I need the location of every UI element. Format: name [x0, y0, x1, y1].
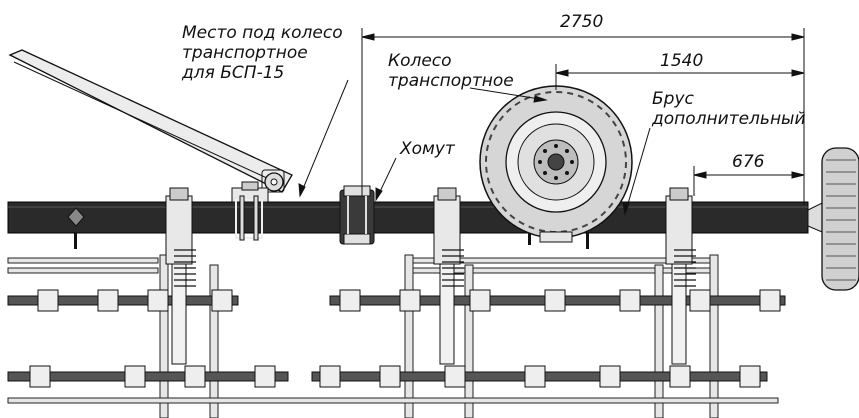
label-wheel-place-3: для БСП-15	[181, 63, 284, 83]
frame-bottom-rail	[7, 397, 779, 404]
beam-marker-icon	[67, 207, 85, 227]
end-wheel	[807, 147, 859, 291]
leader-lines	[298, 79, 651, 216]
bsp-wheel-mount	[231, 181, 269, 241]
frame-post-5	[709, 254, 719, 418]
tine-bar-row1-left	[7, 295, 239, 306]
clamp	[339, 185, 375, 245]
label-wheel-2: транспортное	[388, 71, 514, 91]
dim-end-value: 676	[732, 152, 765, 172]
tine-clamps-row2	[29, 365, 761, 388]
tine-clamps-row1	[37, 289, 781, 312]
lift-arm	[8, 49, 293, 193]
dim-wheel-value: 1540	[660, 51, 703, 71]
label-beam-2: дополнительный	[651, 109, 806, 129]
frame-post-6	[654, 264, 664, 418]
label-wheel-place-1: Место под колесо	[182, 23, 343, 43]
dimension-lines	[361, 28, 805, 205]
spring-uprights	[165, 187, 696, 365]
dim-overall-value: 2750	[560, 12, 603, 32]
label-beam-1: Брус	[652, 89, 695, 109]
tine-bar-row2-left	[7, 371, 289, 382]
frame-post-1	[159, 254, 169, 418]
frame-post-3	[404, 254, 414, 418]
transport-wheel	[479, 85, 633, 243]
frame-post-4	[464, 264, 474, 418]
label-wheel-place-2: транспортное	[182, 43, 308, 63]
lower-frame	[7, 254, 786, 418]
label-clamp: Хомут	[399, 139, 456, 159]
labels: Место под колесо транспортное для БСП-15…	[181, 12, 806, 172]
frame-rail-left-top	[7, 257, 159, 264]
frame-post-2	[209, 264, 219, 418]
label-wheel-1: Колесо	[388, 51, 452, 71]
frame-rail-left-mid	[7, 267, 159, 274]
